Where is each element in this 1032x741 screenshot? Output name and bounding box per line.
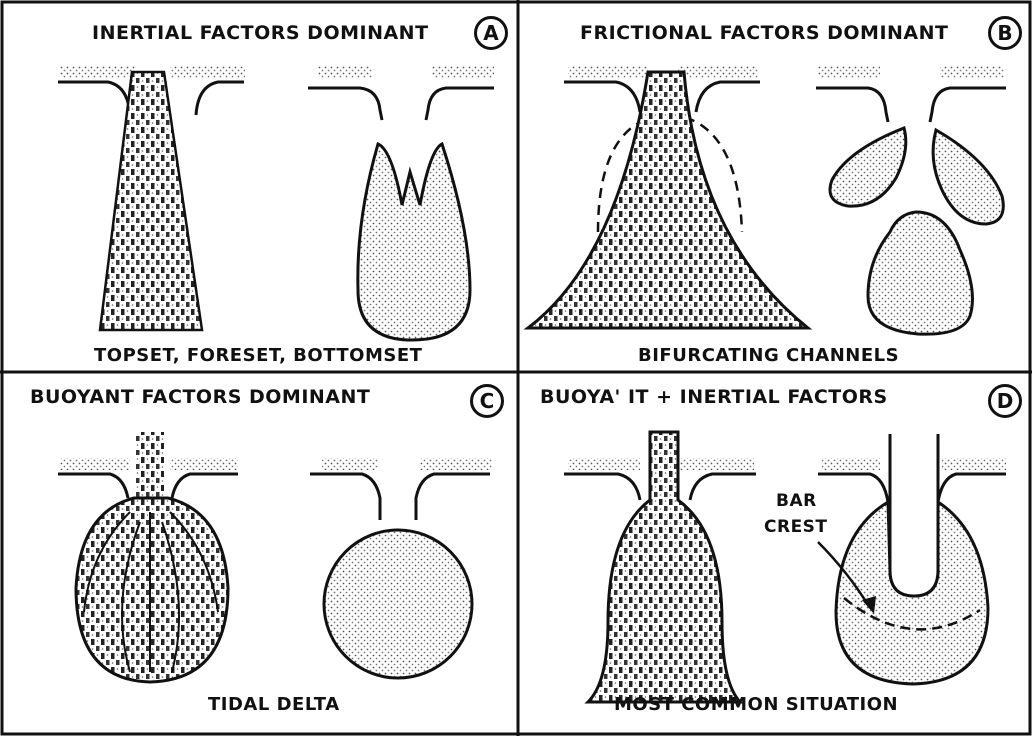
panel-d-caption: MOST COMMON SITUATION: [614, 694, 898, 715]
panel-d-left-land-left: [568, 458, 640, 470]
panel-a-left-land-left: [60, 66, 135, 78]
panel-d-right-land-right: [942, 458, 1006, 470]
panel-c-right-land-right: [420, 458, 492, 470]
panel-c-left-channel: [136, 432, 164, 502]
panel-c-right-shoreline: [310, 474, 490, 520]
panel-b: FRICTIONAL FACTORS DOMINANT B BIFURCATIN…: [518, 0, 1032, 372]
panel-a-drawing: [0, 0, 518, 372]
panel-d-left-land-right: [678, 458, 754, 470]
panel-c-tidal-delta-right: [324, 530, 472, 678]
panel-b-right-land-right: [940, 66, 1004, 78]
panel-b-left-land-right: [678, 66, 758, 78]
panel-a: INERTIAL FACTORS DOMINANT A TOPSET, FORE…: [0, 0, 518, 372]
panel-b-left-land-left: [568, 66, 648, 78]
panel-d-drawing: [518, 372, 1032, 736]
panel-c: BUOYANT FACTORS DOMINANT C TIDAL DELTA: [0, 372, 518, 736]
panel-a-caption: TOPSET, FORESET, BOTTOMSET: [94, 345, 422, 366]
panel-c-right-land-left: [322, 458, 378, 470]
panel-d-channel: [890, 434, 938, 596]
panel-b-left-lobe: [830, 128, 906, 206]
panel-c-tidal-delta-left: [76, 498, 228, 682]
panel-a-left-jet: [100, 72, 202, 330]
panel-b-drawing: [518, 0, 1032, 372]
panel-b-center-lobe: [868, 212, 972, 334]
panel-c-drawing: [0, 372, 518, 736]
panel-a-right-land-left: [318, 66, 372, 78]
panel-b-caption: BIFURCATING CHANNELS: [638, 345, 899, 366]
panel-d-bar-label-line1: BAR: [764, 488, 828, 514]
panel-c-left-land-left: [60, 458, 130, 470]
panel-b-right-land-left: [818, 66, 880, 78]
panel-b-left-fan: [528, 72, 808, 328]
panel-a-right-land-right: [432, 66, 494, 78]
panel-d-bar-label-line2: CREST: [764, 514, 828, 540]
panel-d-bar-label: BAR CREST: [764, 488, 828, 540]
panel-a-mouth-bar: [358, 144, 470, 340]
panel-a-left-land-right: [170, 66, 245, 78]
panel-d-right-land-left: [822, 458, 880, 470]
panel-a-right-shoreline: [308, 88, 494, 120]
panel-c-caption: TIDAL DELTA: [208, 694, 340, 715]
panel-c-left-land-right: [170, 458, 238, 470]
panel-b-right-shoreline: [816, 88, 1006, 122]
panel-b-right-lobe: [933, 130, 1003, 224]
panel-d: BUOYA' IT + INERTIAL FACTORS D BAR CREST…: [518, 372, 1032, 736]
